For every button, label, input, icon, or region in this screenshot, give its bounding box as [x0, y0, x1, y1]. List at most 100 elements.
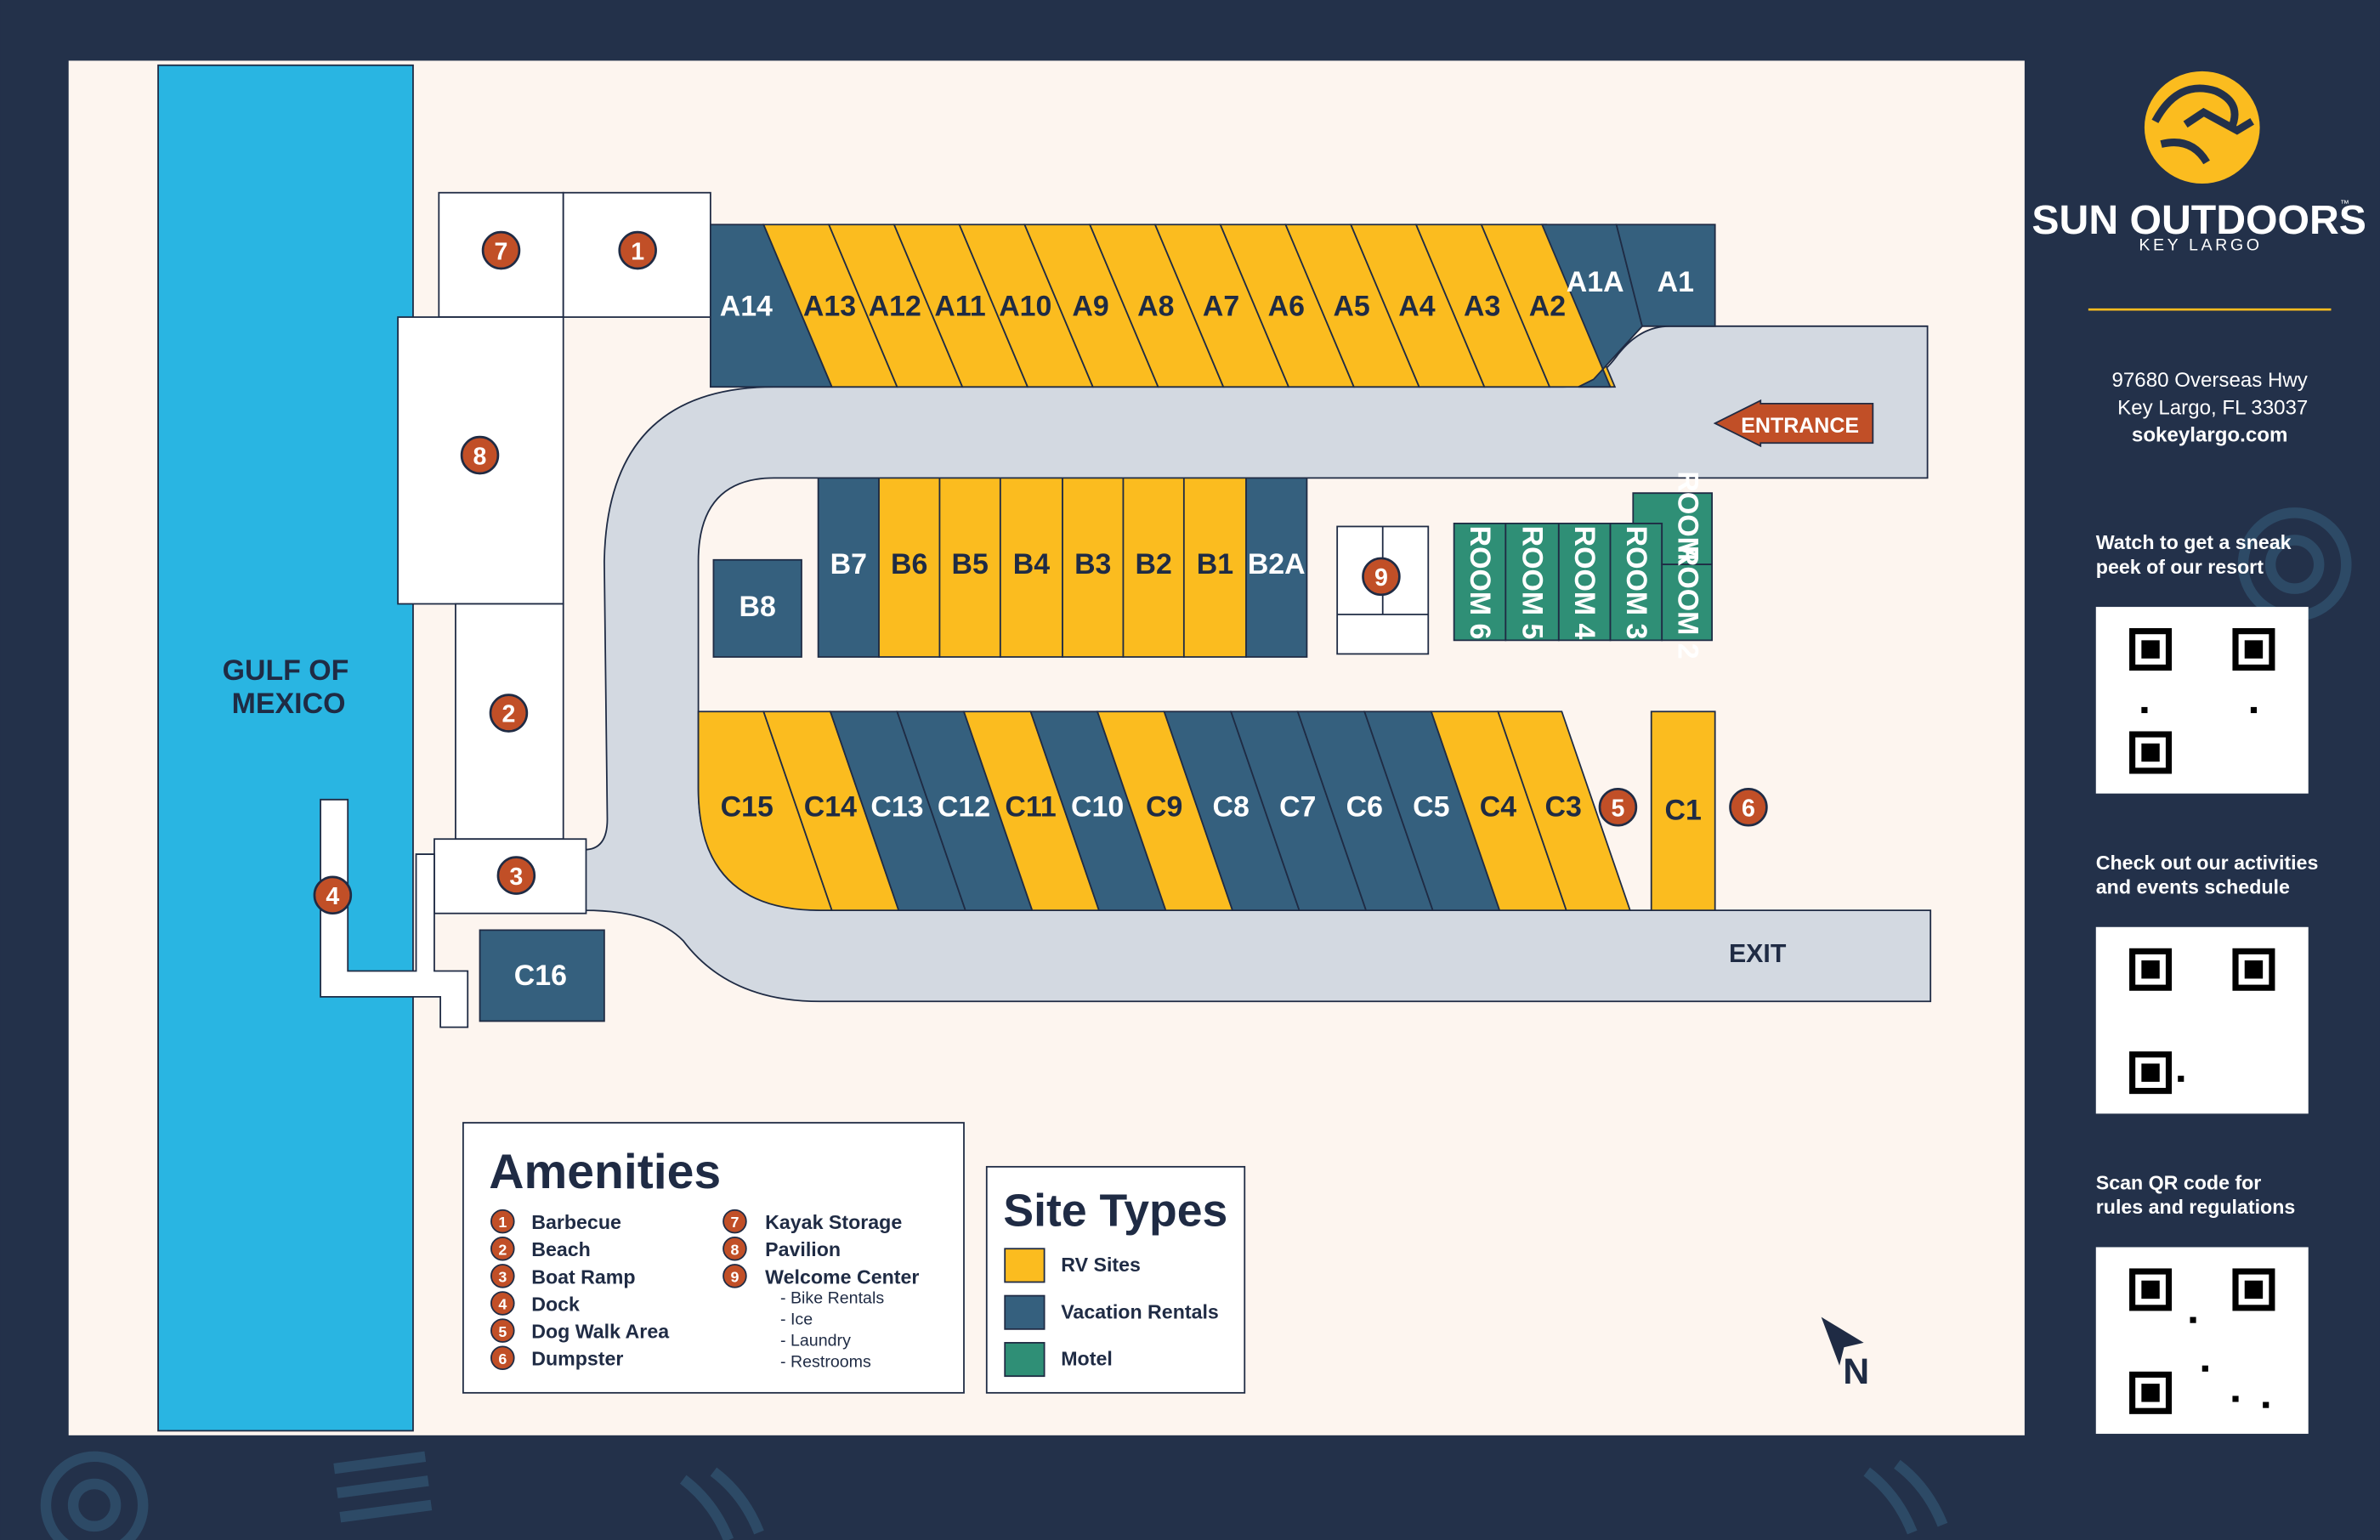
marker-circle: [1598, 787, 1638, 827]
amenity-marker-4[interactable]: 4: [313, 875, 353, 915]
site-b6[interactable]: B6: [878, 477, 941, 658]
amenity-label: Dock: [531, 1293, 580, 1315]
site-c3[interactable]: C3: [1497, 711, 1631, 912]
marker-number: 8: [473, 443, 487, 470]
qr-module: [2178, 1075, 2184, 1082]
site-c14[interactable]: C14: [762, 711, 900, 912]
qr-finder-center: [2141, 1280, 2160, 1299]
site-c13[interactable]: C13: [829, 711, 967, 912]
color-swatch: [1004, 1294, 1046, 1330]
marker-circle: [490, 1236, 515, 1261]
amenity-marker-6[interactable]: 6: [1729, 787, 1768, 827]
qr-finder: [2129, 1051, 2173, 1095]
site-b2[interactable]: B2: [1122, 477, 1185, 658]
site-room 2[interactable]: ROOM 2: [1661, 546, 1714, 660]
site-b7[interactable]: B7: [817, 477, 880, 658]
sun-outdoors-logo-icon: [2144, 71, 2260, 184]
site-a8[interactable]: A8: [1088, 224, 1225, 388]
buildings: [320, 191, 1430, 1028]
marker-circle: [722, 1236, 747, 1261]
site-shape: [1661, 563, 1714, 642]
marker-circle: [490, 1209, 515, 1234]
site-room 3[interactable]: ROOM 3: [1609, 523, 1663, 642]
marker-circle: [490, 1291, 515, 1316]
site-label: A9: [1072, 291, 1108, 323]
site-room 4[interactable]: ROOM 4: [1557, 523, 1612, 642]
welcome-center-service: - Ice: [780, 1310, 813, 1328]
site-shape: [1497, 711, 1631, 912]
qr-code[interactable]: [2095, 607, 2309, 794]
water-label: MEXICO: [232, 688, 346, 720]
welcome-center-service: - Bike Rentals: [780, 1289, 884, 1308]
marker-number: 5: [498, 1323, 507, 1340]
site-type-label: Motel: [1061, 1348, 1113, 1370]
amenity-label: Beach: [531, 1238, 591, 1260]
site-b2a[interactable]: B2A: [1245, 477, 1308, 658]
qr-module: [2232, 1396, 2239, 1402]
site-label: A3: [1464, 291, 1500, 323]
marker-circle: [489, 694, 529, 733]
marker-number: 9: [730, 1269, 739, 1286]
site-b5[interactable]: B5: [938, 477, 1001, 658]
marker-number: 5: [1611, 795, 1624, 822]
site-label: A1: [1658, 266, 1694, 298]
site-label: C8: [1213, 791, 1250, 824]
site-b3[interactable]: B3: [1062, 477, 1125, 658]
amenity-marker-1[interactable]: 1: [618, 230, 657, 270]
site-b1[interactable]: B1: [1182, 477, 1247, 658]
site-c1[interactable]: C1: [1650, 711, 1716, 912]
site-label: A12: [869, 291, 921, 323]
site-label: A8: [1137, 291, 1174, 323]
amenity-label: Pavilion: [765, 1238, 841, 1260]
site-c16[interactable]: C16: [479, 929, 605, 1022]
marker-circle: [490, 1264, 515, 1288]
site-a12[interactable]: A12: [827, 224, 964, 388]
site-label: C5: [1413, 791, 1449, 824]
water-label: GULF OF: [223, 654, 349, 687]
marker-number: 6: [498, 1350, 507, 1367]
site-label: A5: [1333, 291, 1369, 323]
qr-code[interactable]: [2095, 1247, 2309, 1435]
site-label: ROOM 4: [1568, 526, 1601, 640]
qr-code[interactable]: [2095, 926, 2309, 1114]
site-a1[interactable]: A1: [1615, 224, 1716, 327]
amenity-marker-3[interactable]: 3: [496, 856, 536, 895]
amenity-marker-9[interactable]: 9: [1362, 557, 1401, 597]
amenity-label: Boat Ramp: [531, 1265, 635, 1288]
site-label: A2: [1529, 291, 1566, 323]
marker-circle: [1729, 787, 1768, 827]
marker-number: 3: [498, 1269, 507, 1286]
marker-circle: [496, 856, 536, 895]
site-room 6[interactable]: ROOM 6: [1453, 523, 1507, 642]
site-label: A13: [803, 291, 856, 323]
qr-module: [2190, 1316, 2196, 1323]
site-c15[interactable]: C15: [697, 711, 833, 912]
site-room 5[interactable]: ROOM 5: [1504, 523, 1560, 642]
amenity-label: Dumpster: [531, 1348, 623, 1370]
site-c7[interactable]: C7: [1229, 711, 1368, 912]
site-b8[interactable]: B8: [712, 558, 802, 658]
site-c12[interactable]: C12: [896, 711, 1034, 912]
site-a5[interactable]: A5: [1284, 224, 1420, 388]
marker-circle: [481, 230, 521, 270]
site-a11[interactable]: A11: [892, 224, 1029, 388]
site-a2[interactable]: A2: [1480, 224, 1617, 388]
site-a7[interactable]: A7: [1153, 224, 1290, 388]
kayak-storage-building: [438, 191, 564, 319]
site-label: B1: [1197, 548, 1233, 580]
site-b4[interactable]: B4: [999, 477, 1063, 658]
amenity-marker-7[interactable]: 7: [481, 230, 521, 270]
site-label: A11: [934, 291, 985, 323]
amenity-marker-8[interactable]: 8: [460, 435, 500, 475]
amenity-marker-2[interactable]: 2: [489, 694, 529, 733]
amenity-marker-5[interactable]: 5: [1598, 787, 1638, 827]
qr-caption: rules and regulations: [2096, 1196, 2296, 1218]
site-shape: [697, 711, 833, 912]
marker-circle: [722, 1209, 747, 1234]
north-arrow-icon: N: [1821, 1316, 1869, 1392]
website-link[interactable]: sokeylargo.com: [2132, 423, 2287, 446]
amenity-label: Dog Walk Area: [531, 1321, 670, 1343]
site-a13[interactable]: A13: [762, 224, 898, 388]
